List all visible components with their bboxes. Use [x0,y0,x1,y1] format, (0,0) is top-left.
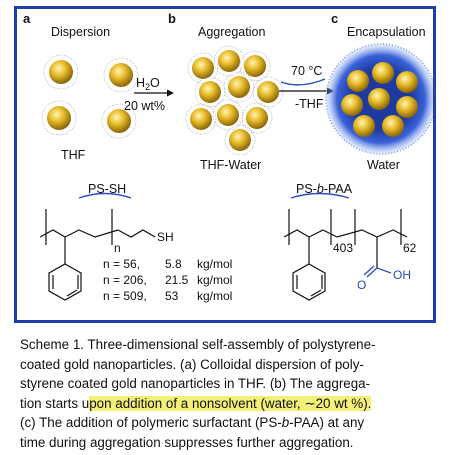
arrow-encapsulation: 70 °C -THF [279,64,334,111]
arrow2-top-label: 70 °C [291,64,322,78]
mw-row-1-unit: kg/mol [197,257,232,271]
caption-line: tion starts upon addition of a nonsolven… [20,395,372,411]
panel-c-title: Encapsulation [347,25,426,39]
hydroxyl-group: OH [393,268,411,282]
nanoparticle [43,54,79,90]
arrow2-bottom-label: -THF [295,97,324,111]
caption-line: coated gold nanoparticles. (a) Colloidal… [20,356,364,372]
panel-b-letter: b [168,11,176,26]
carbonyl-oxygen: O [357,278,366,292]
ps-b-paa-structure: PS-b-PAA 403 62 O OH [283,182,417,301]
ps-b-paa-name: PS-b-PAA [296,182,353,196]
ps-block-subscript: 403 [333,241,353,255]
mw-row-1-value: 5.8 [165,257,182,271]
arrow-water-addition: H2O 20 wt% [124,76,174,113]
panel-a-title: Dispersion [51,25,110,39]
mw-row-3-n: n = 509, [103,289,147,303]
mw-row-1-n: n = 56, [103,257,140,271]
nanoparticle [41,100,77,136]
aggregated-nanoparticles [185,45,284,156]
panel-a-solvent: THF [61,148,86,162]
panel-b-title: Aggregation [198,25,265,39]
ps-sh-structure: PS-SH n SH n = 56, 5.8 kg/mol n = 206, 2… [39,182,232,303]
panel-b-solvent: THF-Water [200,158,261,172]
caption-highlight: pon addition of a nonsolvent (water, ∼20… [89,395,372,411]
ps-sh-name: PS-SH [88,182,126,196]
panel-c-solvent: Water [367,158,400,172]
paa-block-subscript: 62 [403,241,417,255]
ps-sh-subscript: n [114,241,121,255]
arrow1-top-label: H2O [136,76,160,92]
caption-line: (c) The addition of polymeric surfactant… [20,415,365,430]
figure-caption: Scheme 1. Three-dimensional self-assembl… [20,335,436,452]
dispersed-nanoparticles [41,54,139,139]
arrow1-bottom-label: 20 wt% [124,99,165,113]
mw-row-2-n: n = 206, [103,273,147,287]
caption-line: time during aggregation suppresses furth… [20,434,354,450]
scheme-figure: a Dispersion b Aggregation c Encapsulati… [14,6,436,323]
nanoparticle [103,57,139,93]
nanoparticle [101,103,137,139]
panel-c-letter: c [331,11,338,26]
mw-row-3-value: 53 [165,289,179,303]
scheme-illustration: a Dispersion b Aggregation c Encapsulati… [23,11,433,303]
mw-row-3-unit: kg/mol [197,289,232,303]
mw-row-2-unit: kg/mol [197,273,232,287]
caption-line: Scheme 1. Three-dimensional self-assembl… [20,337,376,352]
encapsulated-aggregate [325,43,433,155]
ps-sh-end-group: SH [157,230,174,244]
caption-line: styrene coated gold nanoparticles in THF… [20,376,371,391]
mw-row-2-value: 21.5 [165,273,189,287]
panel-a-letter: a [23,11,31,26]
